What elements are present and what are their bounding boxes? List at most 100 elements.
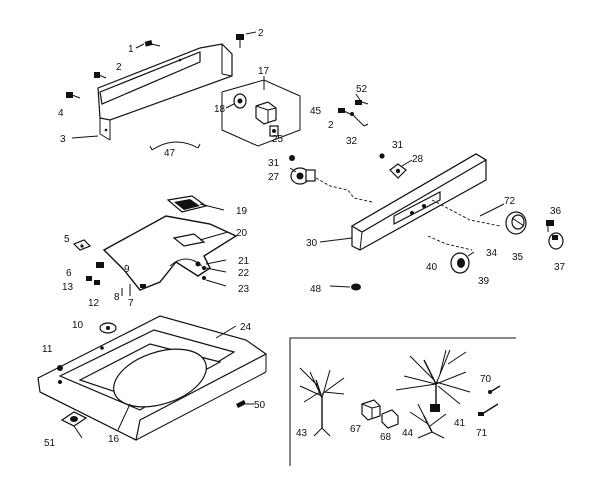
- callout-22: 22: [238, 268, 250, 279]
- wiring-harness-box: [289, 337, 516, 466]
- nut-31-right: [379, 153, 385, 159]
- callout-10: 10: [72, 320, 84, 331]
- callout-20: 20: [236, 228, 248, 239]
- clip-50: [236, 400, 246, 408]
- control-panel-30: [350, 153, 488, 251]
- bracket-assembly: [102, 215, 238, 291]
- callout-40: 40: [426, 262, 438, 273]
- callout-31: 31: [392, 140, 404, 151]
- callout-44: 44: [402, 428, 414, 439]
- nut-22: [202, 266, 206, 270]
- callout-51: 51: [44, 438, 56, 449]
- parts-7-8: [121, 284, 146, 296]
- callout-21: 21: [238, 256, 250, 267]
- terminal-70: [488, 385, 501, 394]
- callout-72: 72: [504, 196, 516, 207]
- harness-43: [299, 367, 345, 437]
- callout-4: 4: [58, 108, 64, 119]
- callout-50: 50: [254, 400, 266, 411]
- callout-8: 8: [114, 292, 120, 303]
- timer-clip-25: [269, 125, 279, 137]
- timer-motor-block: [255, 101, 277, 125]
- lid-hinge-51: [60, 411, 88, 427]
- callout-35: 35: [512, 252, 524, 263]
- screw-52: [355, 100, 369, 105]
- callout-71: 71: [476, 428, 488, 439]
- connector-68: [381, 409, 399, 429]
- callout-24: 24: [240, 322, 252, 333]
- screw-2-top: [236, 34, 244, 48]
- dash-leader-72: [431, 199, 501, 227]
- foot-48: [351, 283, 361, 291]
- callout-19: 19: [236, 206, 248, 217]
- terminal-71: [478, 403, 499, 416]
- screw-11: [57, 365, 63, 371]
- callout-45: 45: [310, 106, 322, 117]
- callout-47: 47: [164, 148, 176, 159]
- callout-16: 16: [108, 434, 120, 445]
- knob-37: [548, 232, 564, 250]
- callout-32: 32: [346, 136, 358, 147]
- top-cover-24: [37, 315, 268, 441]
- nut-23: [202, 276, 206, 280]
- callout-30: 30: [306, 238, 318, 249]
- callout-9: 9: [124, 264, 130, 275]
- callout-41: 41: [454, 418, 466, 429]
- callout-43: 43: [296, 428, 308, 439]
- callout-39: 39: [478, 276, 490, 287]
- callout-12: 12: [88, 298, 100, 309]
- callout-31: 31: [268, 158, 280, 169]
- callout-1: 1: [128, 44, 134, 55]
- knob-35: [505, 211, 527, 235]
- callout-36: 36: [550, 206, 562, 217]
- knob-39-40: [450, 251, 475, 274]
- callout-2: 2: [116, 62, 122, 73]
- callout-6: 6: [66, 268, 72, 279]
- switch-28: [389, 163, 407, 179]
- callout-2: 2: [328, 120, 334, 131]
- screw-2-left: [94, 72, 107, 79]
- connector-67: [361, 399, 381, 421]
- callout-52: 52: [356, 84, 368, 95]
- callout-67: 67: [350, 424, 362, 435]
- screw-1: [144, 40, 161, 47]
- fill-inlet-19: [166, 195, 208, 213]
- callout-labels: 1 2 2 3 4 17 18 25 47 52 45 2 32 31 31 2…: [42, 28, 566, 449]
- console-back-panel: [97, 43, 233, 141]
- screw-4: [66, 92, 81, 99]
- callout-13: 13: [62, 282, 74, 293]
- callout-28: 28: [412, 154, 424, 165]
- callout-70: 70: [480, 374, 492, 385]
- harness-44: [409, 403, 447, 439]
- callout-34: 34: [486, 248, 498, 259]
- wire-lead-27: [315, 177, 373, 203]
- callout-3: 3: [60, 134, 66, 145]
- callout-27: 27: [268, 172, 280, 183]
- callout-68: 68: [380, 432, 392, 443]
- callout-48: 48: [310, 284, 322, 295]
- nut-31-left: [289, 155, 295, 161]
- screw-45: [338, 108, 351, 115]
- callout-37: 37: [554, 262, 566, 273]
- leader-lines: [71, 31, 505, 439]
- clip-5: [72, 239, 92, 251]
- switch-small-9: [96, 262, 104, 268]
- dash-leader-34: [427, 235, 473, 251]
- switch-27: [290, 167, 316, 185]
- callout-5: 5: [64, 234, 70, 245]
- timer-knob-18: [233, 93, 247, 109]
- callout-17: 17: [258, 66, 270, 77]
- callout-11: 11: [42, 344, 53, 355]
- screw-36: [546, 220, 554, 232]
- hinge-10: [99, 322, 117, 334]
- callout-23: 23: [238, 284, 250, 295]
- callout-2: 2: [258, 28, 264, 39]
- callout-18: 18: [214, 104, 226, 115]
- harness-41: [395, 349, 471, 412]
- callout-25: 25: [272, 134, 284, 145]
- switch-small-12: [86, 276, 100, 285]
- screw-32: [350, 112, 369, 127]
- wire-harness-arc-47: [151, 141, 199, 151]
- callout-7: 7: [128, 298, 134, 309]
